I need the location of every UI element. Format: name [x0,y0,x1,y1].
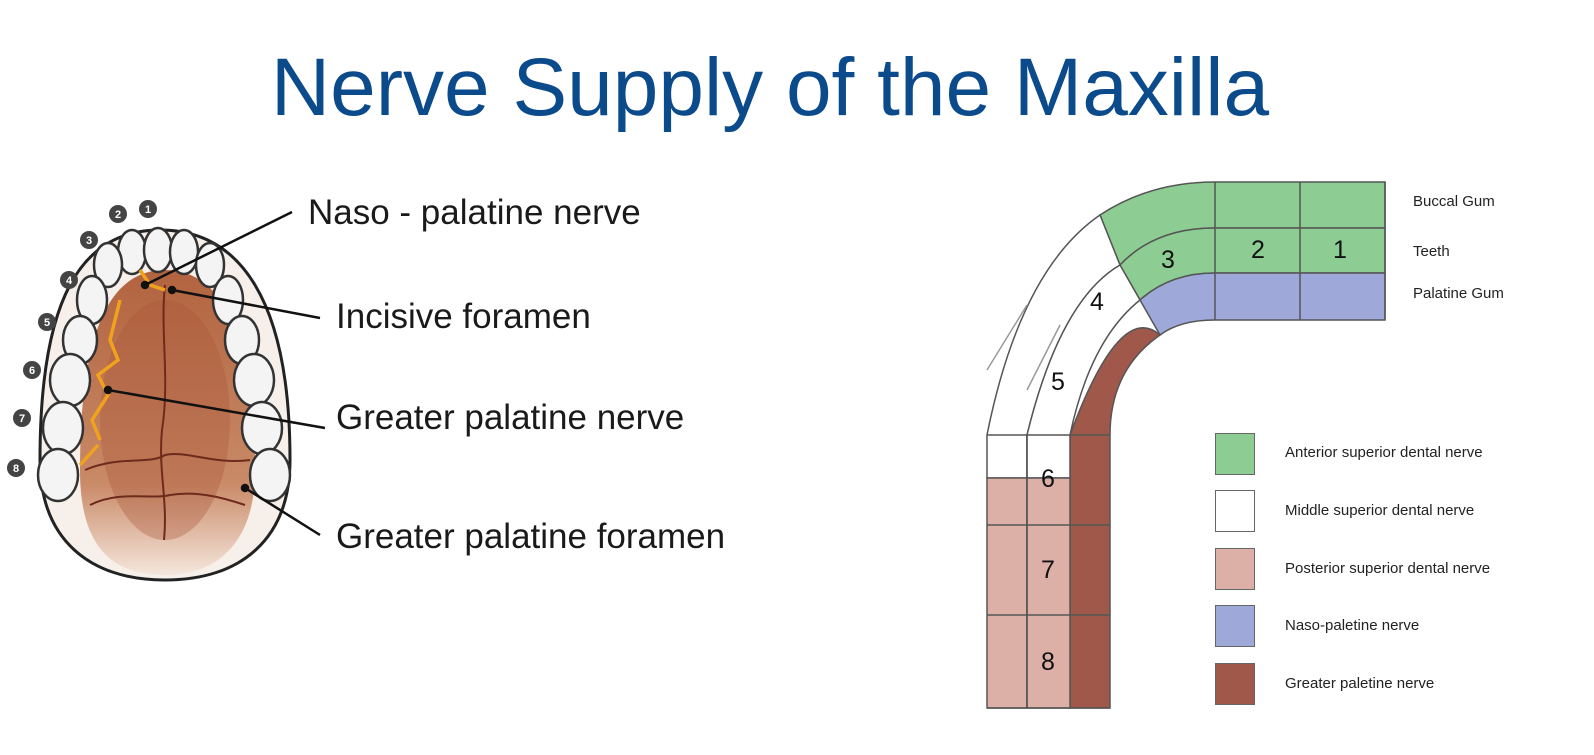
tooth-number-8: 8 [1041,648,1055,676]
tooth-number-7: 7 [1041,556,1055,584]
legend-label-naso-palatine: Naso-paletine nerve [1285,617,1419,634]
tooth-number-1: 1 [1333,236,1347,264]
tooth-number-5: 5 [1051,368,1065,396]
legend-swatch-posterior [1215,548,1255,590]
tooth-number-4: 4 [1090,288,1104,316]
row-label-buccal-gum: Buccal Gum [1413,193,1495,210]
legend-label-posterior: Posterior superior dental nerve [1285,560,1490,577]
legend-swatch-greater-palatine [1215,663,1255,705]
legend-swatch-naso-palatine [1215,605,1255,647]
tooth-number-6: 6 [1041,465,1055,493]
legend-label-middle: Middle superior dental nerve [1285,502,1474,519]
legend-label-greater-palatine: Greater paletine nerve [1285,675,1434,692]
tooth-number-3: 3 [1161,246,1175,274]
tooth-number-2: 2 [1251,236,1265,264]
row-label-palatine-gum: Palatine Gum [1413,285,1504,302]
legend-label-anterior: Anterior superior dental nerve [1285,444,1483,461]
palatine-gum-naso [1140,273,1385,335]
row-label-teeth: Teeth [1413,243,1450,260]
legend-swatch-middle [1215,490,1255,532]
legend-swatch-anterior [1215,433,1255,475]
posterior-superior-buccal [987,478,1027,708]
